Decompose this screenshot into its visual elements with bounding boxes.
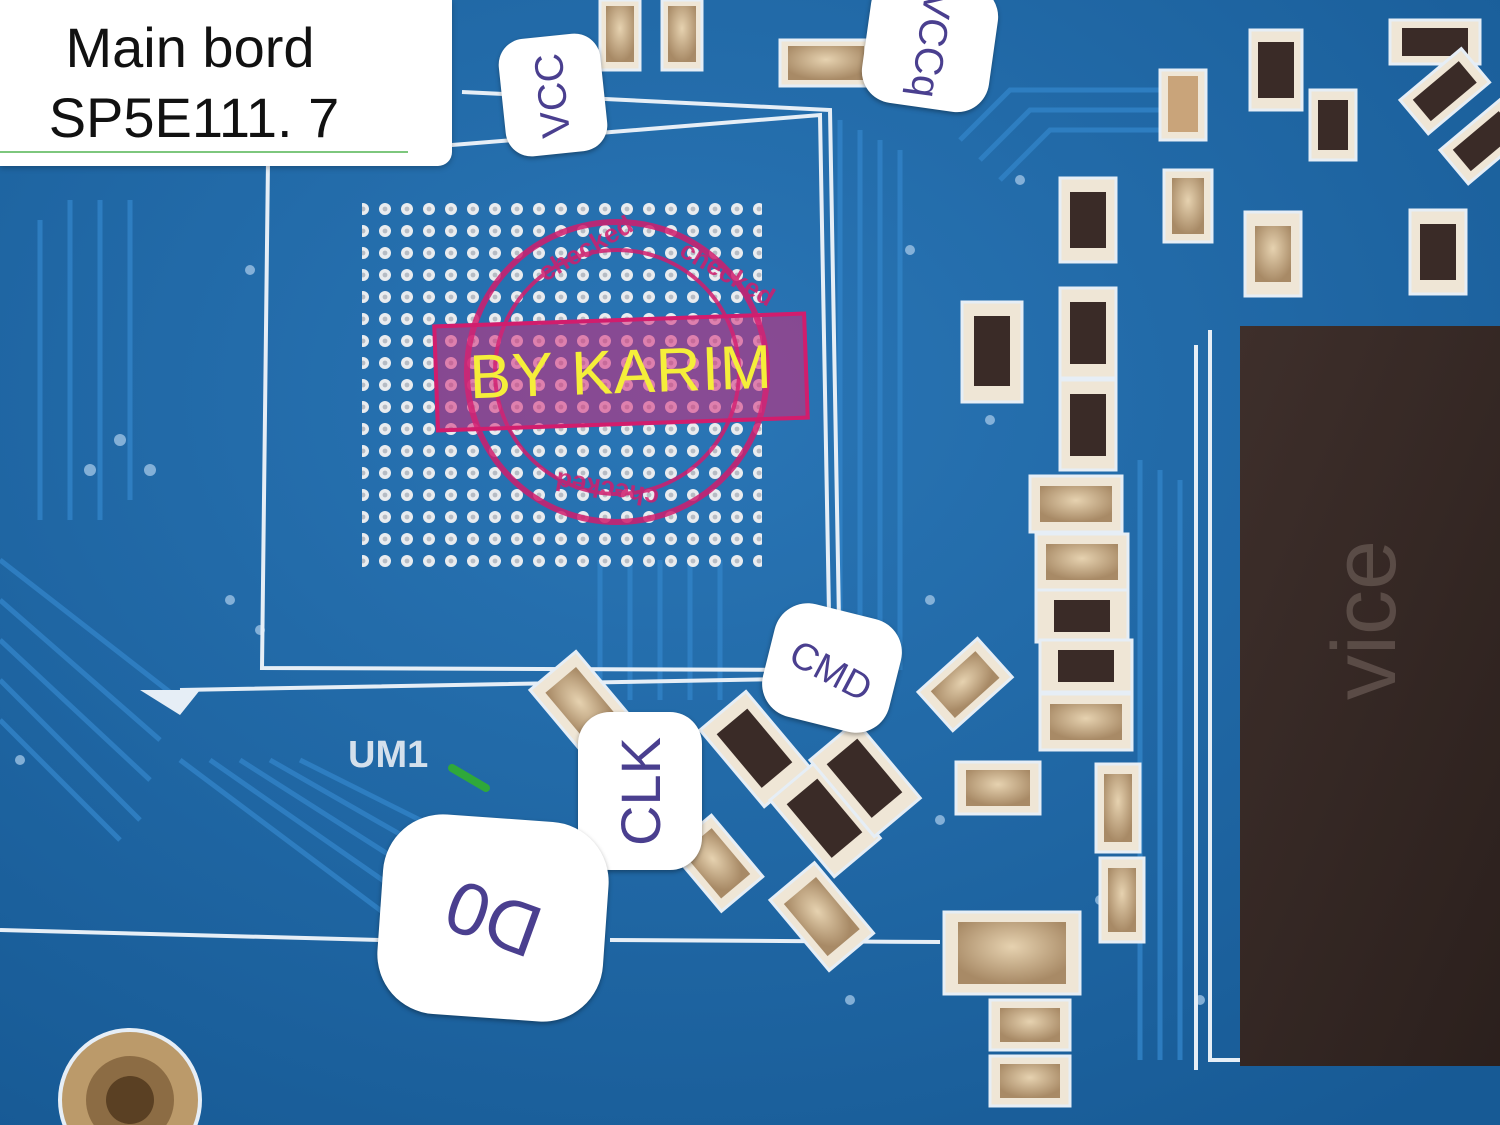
stamp-banner: BY KARIM [432, 311, 810, 433]
capacitor [778, 38, 874, 88]
capacitor [1243, 210, 1303, 298]
capacitor [1094, 762, 1142, 854]
resistor [1034, 588, 1130, 644]
pin1-marker [140, 690, 200, 715]
clk-bubble: CLK [578, 712, 702, 870]
cmd-label: CMD [782, 632, 879, 710]
d0-test-point [448, 764, 490, 792]
title-card: Main bord SP5E111. 7 [0, 0, 452, 166]
vccq-label: VCCq [901, 0, 960, 100]
resistor [960, 300, 1024, 404]
chip-marking: vice [1315, 540, 1415, 700]
traces-right [597, 87, 1200, 1060]
resistor [1437, 96, 1500, 186]
title-line-1: Main bord [65, 16, 315, 79]
large-capacitor [942, 910, 1082, 996]
capacitor [1038, 692, 1134, 752]
resistor [1058, 378, 1118, 472]
resistor [1058, 176, 1118, 264]
capacitor [598, 0, 642, 72]
resistor [1058, 286, 1118, 380]
resistor [1408, 208, 1468, 296]
resistor [1248, 28, 1304, 112]
capacitor [988, 998, 1072, 1052]
capacitor [988, 1054, 1072, 1108]
capacitor [1098, 856, 1146, 944]
resistor [1308, 88, 1358, 162]
vccq-bubble: VCCq [857, 0, 1003, 117]
vcc-label: VCC [526, 50, 579, 140]
title-line-2: SP5E111. 7 [48, 86, 340, 149]
vcc-bubble: VCC [496, 30, 610, 160]
capacitor [1028, 474, 1124, 534]
d0-bubble: D0 [373, 810, 613, 1026]
capacitor [1034, 532, 1130, 592]
stamp-text: BY KARIM [468, 332, 774, 412]
resistor [1397, 46, 1492, 136]
capacitor [1162, 168, 1214, 244]
capacitor [915, 636, 1015, 733]
vias [15, 175, 1205, 1005]
capacitor [954, 760, 1042, 816]
clk-label: CLK [608, 736, 672, 846]
resistor [1038, 638, 1134, 694]
smd-components [527, 0, 1500, 1108]
resistor [807, 719, 923, 839]
capacitor [660, 0, 704, 72]
capacitor [767, 860, 876, 973]
mounting-hole [58, 1028, 202, 1125]
um1-silkscreen-label: UM1 [348, 734, 429, 776]
resistor [1388, 18, 1482, 66]
memory-chip [1240, 326, 1500, 1066]
d0-label: D0 [434, 862, 552, 974]
title-underline [0, 151, 408, 153]
resistor [1158, 68, 1208, 142]
